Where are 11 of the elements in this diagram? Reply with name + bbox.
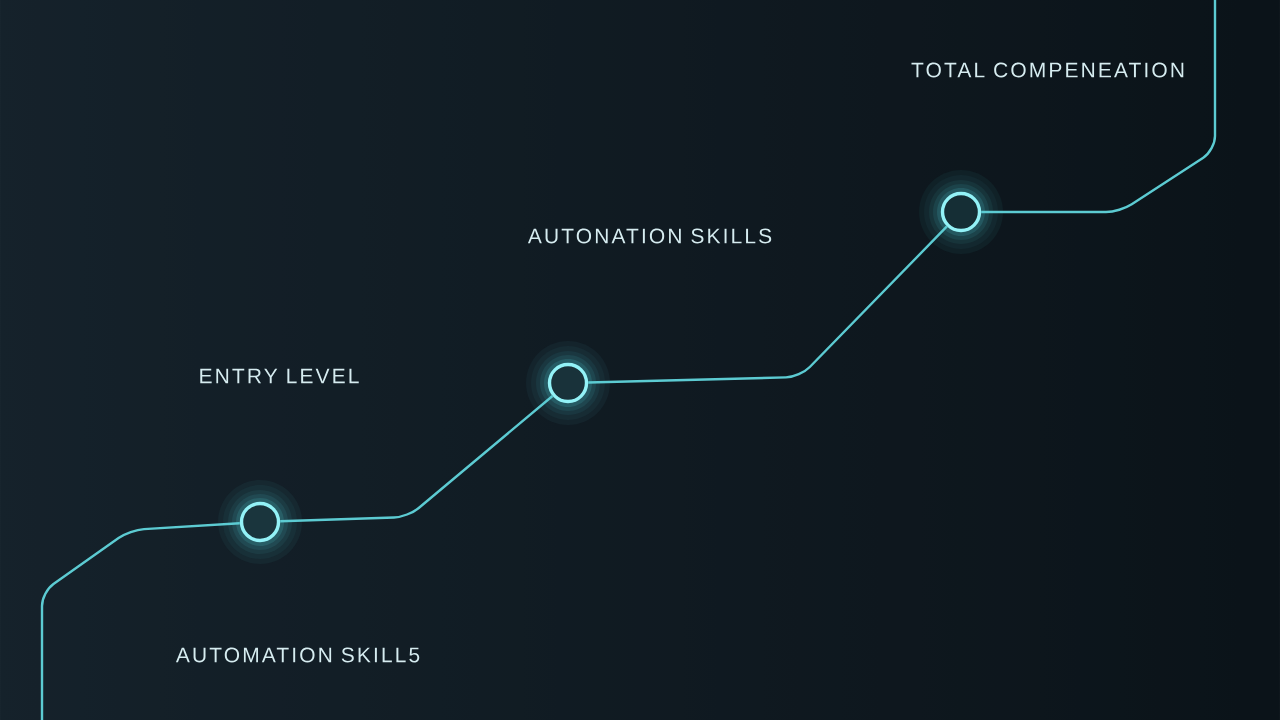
path-line: [588, 225, 948, 384]
path-line: [981, 0, 1217, 214]
glowing-ring: [919, 170, 1003, 254]
glowing-ring: [218, 480, 302, 564]
path-line: [280, 395, 554, 523]
step-label: AUTOMATION SKILL5: [175, 647, 420, 663]
step-label: TOTAL COMPENEATION: [911, 62, 1184, 78]
glowing-ring: [526, 341, 610, 425]
step-label: ENTRY LEVEL: [200, 368, 359, 384]
step-label: AUTONATION SKILLS: [527, 228, 772, 244]
path-line: [40, 522, 240, 720]
